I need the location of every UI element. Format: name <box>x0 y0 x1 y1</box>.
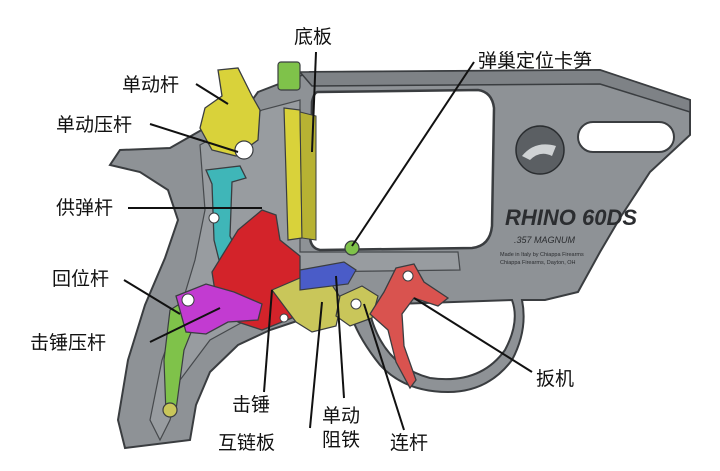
rhino-logo <box>515 125 565 175</box>
model-engraving: RHINO 60DS <box>505 205 637 230</box>
leader-base-plate <box>311 51 317 153</box>
lever-pivot <box>234 140 254 160</box>
label-hammer: 击锤 <box>232 394 271 416</box>
return-lever-pivot <box>162 402 178 418</box>
label-single-action-lever: 单动杆 <box>122 74 180 96</box>
leader-single-action-lever <box>195 83 229 105</box>
leader-connecting-rod <box>363 303 405 431</box>
trigger-pivot <box>402 270 414 282</box>
caliber-engraving: .357 MAGNUM <box>514 235 576 245</box>
leader-trigger <box>413 297 533 373</box>
label-single-action-sear: 单动 阻铁 <box>322 405 361 451</box>
cylinder-latch-spring-part <box>344 240 360 256</box>
leader-single-action-press-lever <box>149 123 239 153</box>
label-hammer-press-lever: 击锤压杆 <box>30 332 107 354</box>
single-action-lever-part <box>199 67 261 157</box>
label-base-plate: 底板 <box>294 26 333 48</box>
leader-single-action-sear <box>335 275 345 399</box>
label-connecting-rod: 连杆 <box>390 432 429 454</box>
leader-return-lever <box>123 279 181 315</box>
label-cylinder-latch-spring: 弹巢定位卡笋 <box>478 50 593 72</box>
label-return-lever: 回位杆 <box>52 268 110 290</box>
label-single-action-press-lever: 单动压杆 <box>56 114 133 136</box>
leader-interlink-plate <box>309 301 323 429</box>
hammer-pivot <box>279 313 289 323</box>
press-lever-pin <box>181 293 195 307</box>
connecting-rod-pin <box>350 298 362 310</box>
top-strap <box>298 69 691 114</box>
leader-hammer <box>263 289 273 393</box>
maker-engraving-line1: Made in Italy by Chiappa Firearms <box>500 252 584 258</box>
label-interlink-plate: 互链板 <box>218 432 276 454</box>
leader-cylinder-latch-spring <box>351 61 475 247</box>
label-cartridge-feed-lever: 供弹杆 <box>56 197 114 219</box>
frame-slot <box>577 121 675 153</box>
leader-hammer-press-lever <box>149 307 221 343</box>
feed-lever-pin <box>208 212 220 224</box>
single-action-sear-part <box>299 261 357 291</box>
cylinder-latch-part <box>277 61 301 91</box>
leader-lines <box>123 51 533 431</box>
label-trigger: 扳机 <box>536 368 575 390</box>
maker-engraving-line2: Chiappa Firearms, Dayton, OH <box>500 260 576 266</box>
trigger-part <box>369 263 450 390</box>
